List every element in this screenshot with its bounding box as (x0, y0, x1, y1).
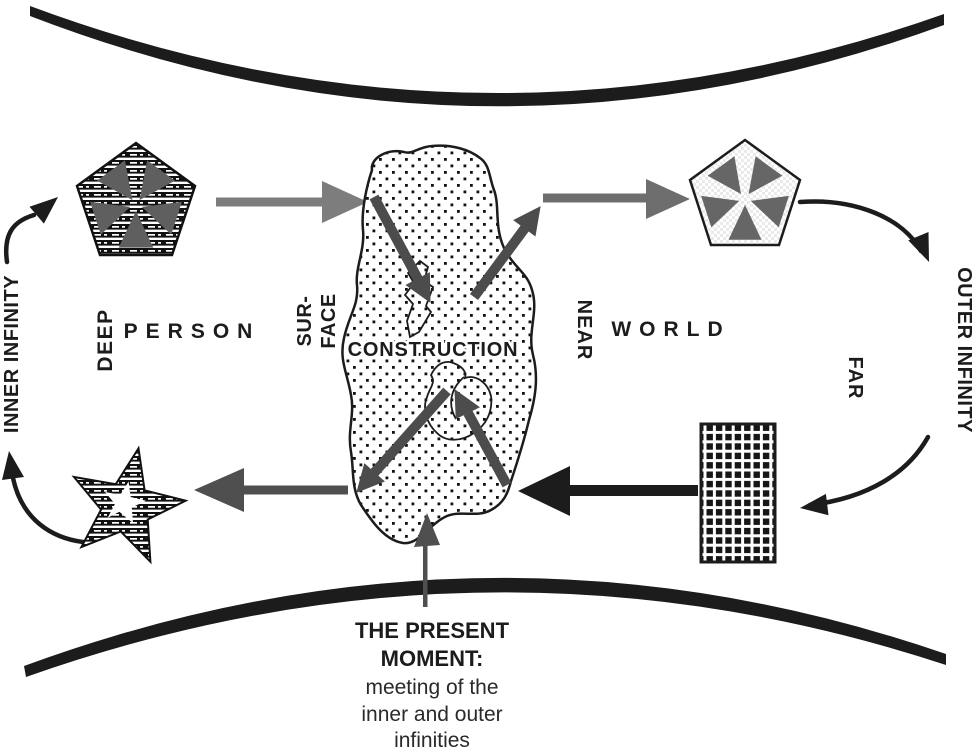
caption-line-1: THE PRESENT (355, 618, 510, 643)
present-moment-caption: THE PRESENT MOMENT: meeting of the inner… (355, 618, 510, 750)
blob-arrow-in-from-far (454, 388, 512, 488)
inner-infinity-to-pentagon-arrow (3, 197, 58, 265)
outer-infinity-to-rectangle-arrow (800, 434, 931, 516)
deep-person-pentagon (75, 141, 197, 257)
construction-label: CONSTRUCTION (348, 339, 519, 361)
near-label: NEAR (573, 300, 595, 361)
star-to-inner-infinity-arrow (2, 451, 86, 545)
near-world-pentagon (688, 138, 802, 247)
construction-to-near-arrow (543, 179, 690, 219)
present-moment-arrow (414, 513, 440, 607)
person-label: PERSON (124, 320, 261, 343)
surface-label-line2: FACE (318, 293, 340, 348)
caption-line-5: infinities (394, 729, 470, 750)
striped-star (71, 445, 189, 565)
pentagon-to-outer-infinity-arrow (797, 199, 929, 262)
blob-arrow-out-to-world (469, 206, 541, 300)
bottom-boundary-arc (24, 577, 946, 677)
far-label: FAR (844, 357, 866, 400)
star-hole (105, 481, 146, 524)
deep-to-surface-arrow (216, 181, 368, 223)
caption-line-4: inner and outer (361, 703, 502, 726)
construction-to-star-arrow (194, 468, 348, 512)
far-grid-rectangle (699, 422, 777, 564)
surface-label-line1: SUR- (294, 296, 316, 347)
inner-crumpled-shape (424, 361, 493, 441)
blob-arrow-out-to-star (356, 387, 451, 493)
rectangle-to-construction-arrow (518, 466, 698, 516)
top-boundary-arc (30, 6, 944, 107)
deep-label: DEEP (94, 308, 117, 371)
caption-line-3: meeting of the (365, 676, 498, 699)
caption-line-2: MOMENT: (381, 646, 484, 671)
outer-infinity-label: OUTER INFINITY (953, 267, 975, 433)
blob-arrow-in-from-person (369, 194, 431, 303)
world-label: WORLD (611, 318, 730, 341)
inner-infinity-label: INNER INFINITY (1, 275, 23, 433)
